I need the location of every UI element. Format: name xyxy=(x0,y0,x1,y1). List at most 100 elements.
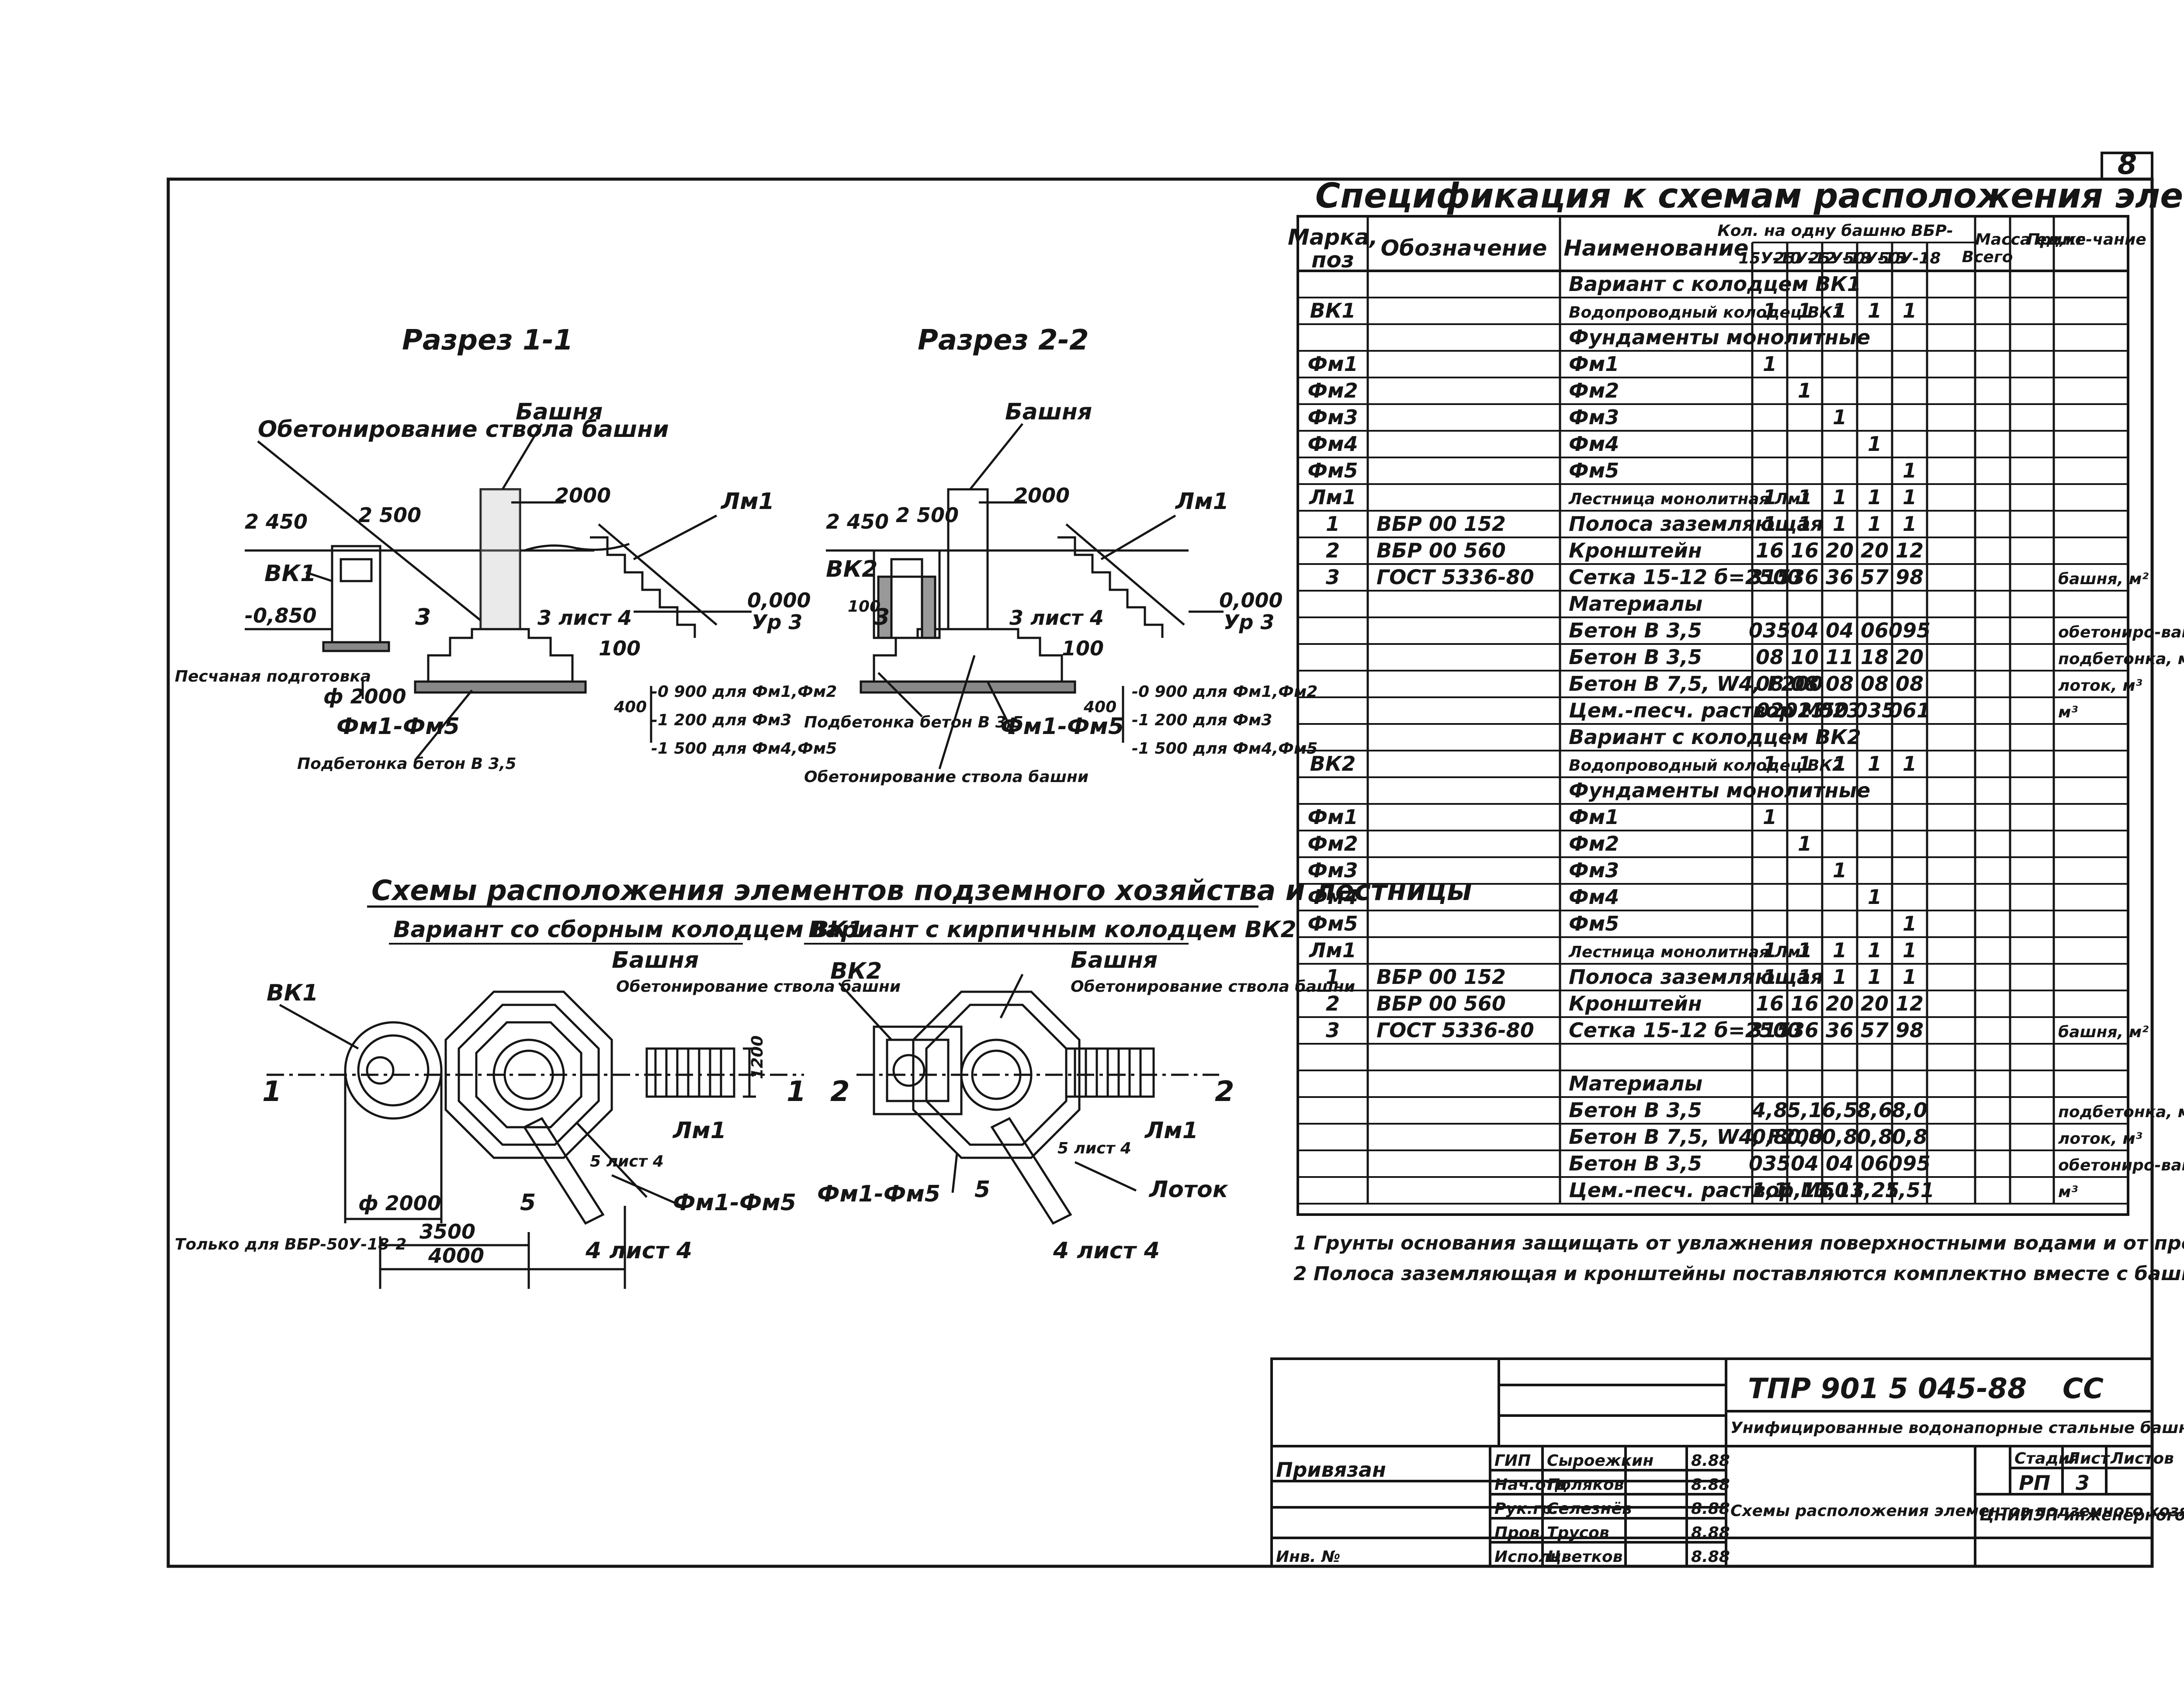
spec-cell-name: Сетка 15-12 б=2500 xyxy=(1569,1018,1801,1042)
page-number-box xyxy=(2101,152,2153,180)
spec-cell-mark: 2 xyxy=(1326,992,1340,1015)
spec-cell-qty: 1 xyxy=(1798,832,1812,855)
tb-role-name: Цветков xyxy=(1547,1548,1622,1566)
spec-cell-mark: 3 xyxy=(1326,565,1340,589)
spec-cell-name: Фм1 xyxy=(1569,805,1619,829)
hdr-qty-col: 50У-18 xyxy=(1879,249,1941,267)
s22-elev2450: 2 450 xyxy=(826,510,889,533)
spec-cell-qty: 1 xyxy=(1763,485,1777,509)
spec-cell-qty: 8,6 xyxy=(1857,1098,1893,1122)
plan1-phi2000: ф 2000 xyxy=(358,1191,441,1215)
note-1: 1 Грунты основания защищать от увлажнени… xyxy=(1293,1232,2184,1254)
hdr-mass: Масса ед,кг xyxy=(1975,231,2085,249)
spec-row: Фундаменты монолитные xyxy=(1569,325,1870,349)
spec-cell-mark: 2 xyxy=(1326,539,1340,562)
tb-role-spec: Исполн. xyxy=(1494,1548,1567,1566)
spec-cell-qty: 1 xyxy=(1798,938,1812,962)
spec-cell-qty: 1 xyxy=(1903,965,1917,989)
spec-cell-qty: 08 xyxy=(1756,645,1784,669)
spec-cell-qty: 1 xyxy=(1833,299,1847,322)
section-1-1-drawing xyxy=(245,423,752,761)
s11-elev0000: 0,000 xyxy=(747,589,811,612)
plan2-cut2-right: 2 xyxy=(1215,1076,1234,1108)
s11-d100: 100 xyxy=(599,637,641,660)
spec-cell-mark: Фм4 xyxy=(1307,432,1358,456)
plan2-cut2-left: 2 xyxy=(830,1076,850,1108)
spec-cell-name: Сетка 15-12 б=2500 xyxy=(1569,565,1801,589)
spec-cell-qty: 08 xyxy=(1896,672,1924,696)
spec-cell-name: Фм1 xyxy=(1569,352,1619,376)
spec-cell-qty: 023 xyxy=(1784,699,1826,722)
plan2-lm1: Лм1 xyxy=(1144,1118,1198,1144)
s11-lvl3: -1 500 для Фм4,Фм5 xyxy=(651,740,837,758)
spec-cell-qty: 20 xyxy=(1826,539,1854,562)
spec-cell-qty: 36 xyxy=(1826,565,1854,589)
spec-cell-mark: Фм1 xyxy=(1307,805,1358,829)
s22-lvl1: -0 900 для Фм1,Фм2 xyxy=(1132,683,1317,701)
spec-row: Бетон В 3,5035040406095обетониро-вание, … xyxy=(1569,619,2184,642)
spec-cell-qty: 1,1 xyxy=(1752,1178,1788,1202)
spec-cell-qty: 035 xyxy=(1749,619,1791,642)
spec-cell-qty: 08 xyxy=(1756,672,1784,696)
s22-vk2: ВК2 xyxy=(826,556,877,582)
hdr-name: Наименование xyxy=(1563,235,1748,261)
s22-d2000: 2000 xyxy=(1014,484,1070,507)
plan1-d4000: 4000 xyxy=(428,1244,484,1267)
spec-cell-note: м³ xyxy=(2058,703,2078,721)
s11-yp3: Ур 3 xyxy=(752,610,802,634)
spec-cell-qty: 1 xyxy=(1833,859,1847,882)
spec-cell-qty: 08 xyxy=(1861,672,1889,696)
spec-row: Вариант с колодцем ВК1 xyxy=(1569,272,1861,296)
tb-role-date: 8.88 xyxy=(1691,1548,1730,1566)
spec-cell-mark: Фм5 xyxy=(1307,459,1358,482)
spec-cell-mark: Фм2 xyxy=(1307,379,1358,402)
plan1-sheet4a: 5 лист 4 xyxy=(590,1153,664,1170)
s22-yp3: Ур 3 xyxy=(1224,610,1274,634)
s11-elev2450: 2 450 xyxy=(245,510,308,533)
spec-cell-qty: 08 xyxy=(1791,672,1819,696)
hdr-qty-col: 50У-15 xyxy=(1844,249,1906,267)
s11-elev0850: -0,850 xyxy=(245,604,317,627)
s11-lm1: Лм1 xyxy=(720,488,774,515)
s22-three: 3 xyxy=(874,604,890,630)
hdr-qty-col: 15У-10 xyxy=(1739,249,1801,267)
spec-cell-qty: 1 xyxy=(1868,938,1882,962)
spec-cell-qty: 36 xyxy=(1791,1018,1819,1042)
section-2-2-title: Разрез 2-2 xyxy=(918,324,1089,357)
spec-cell-qty: 1 xyxy=(1833,485,1847,509)
s11-lvl1: -0 900 для Фм1,Фм2 xyxy=(651,683,837,701)
tb-code-suffix: СС xyxy=(2063,1373,2104,1405)
spec-cell-qty: 5,1 xyxy=(1787,1098,1823,1122)
spec-cell-qty: 0,8 xyxy=(1822,1125,1858,1149)
spec-cell-name: Полоса заземляющая xyxy=(1569,512,1823,536)
spec-cell-name: Фм3 xyxy=(1569,405,1619,429)
spec-cell-name: Бетон В 3,5 xyxy=(1569,1152,1702,1175)
spec-cell-qty: 36 xyxy=(1791,565,1819,589)
spec-cell-qty: 1,13 xyxy=(1780,1178,1830,1202)
s22-fm15: Фм1-Фм5 xyxy=(1001,713,1124,740)
plan1-drawing xyxy=(267,990,804,1289)
spec-cell-name: Фм4 xyxy=(1569,885,1619,909)
s22-lvl3: -1 500 для Фм4,Фм5 xyxy=(1132,740,1317,758)
spec-cell-mark: ВК2 xyxy=(1310,752,1356,775)
spec-cell-qty: 1 xyxy=(1833,965,1847,989)
spec-cell-qty: 035 xyxy=(1854,699,1896,722)
sheet-frame xyxy=(166,177,2154,1568)
spec-cell-mark: 3 xyxy=(1326,1018,1340,1042)
spec-cell-qty: 8,0 xyxy=(1892,1098,1927,1122)
tb-org: ЦНИИЭП инженерного оборудования xyxy=(1979,1506,2184,1524)
spec-cell-qty: 1 xyxy=(1763,512,1777,536)
spec-cell-qty: 1 xyxy=(1868,485,1882,509)
spec-cell-qty: 1 xyxy=(1903,938,1917,962)
